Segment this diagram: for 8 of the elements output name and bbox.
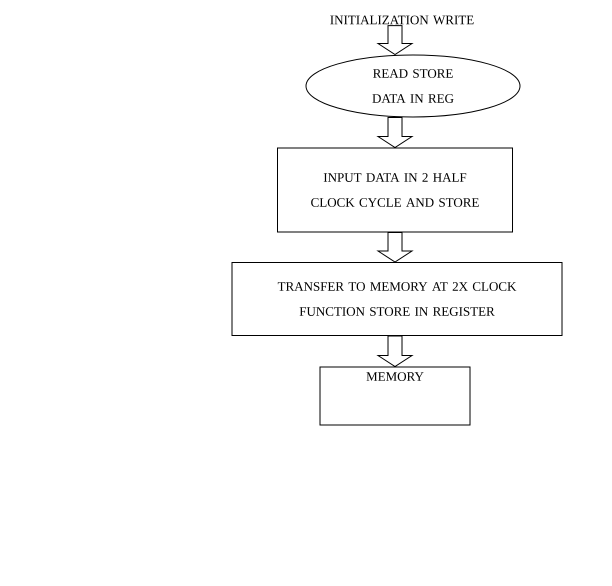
start-label: INITIALIZATION WRITE bbox=[330, 16, 474, 24]
hollow-arrow bbox=[376, 336, 414, 368]
process-box: INPUT DATA IN 2 HALF CLOCK CYCLE AND STORE bbox=[277, 148, 513, 232]
hollow-arrow bbox=[376, 232, 414, 263]
hollow-arrow bbox=[376, 117, 414, 148]
process-box: TRANSFER TO MEMORY AT 2X CLOCK FUNCTION STORE IN REGISTER bbox=[232, 262, 562, 336]
memory-box: MEMORY bbox=[320, 366, 470, 426]
hollow-arrow bbox=[376, 25, 414, 56]
